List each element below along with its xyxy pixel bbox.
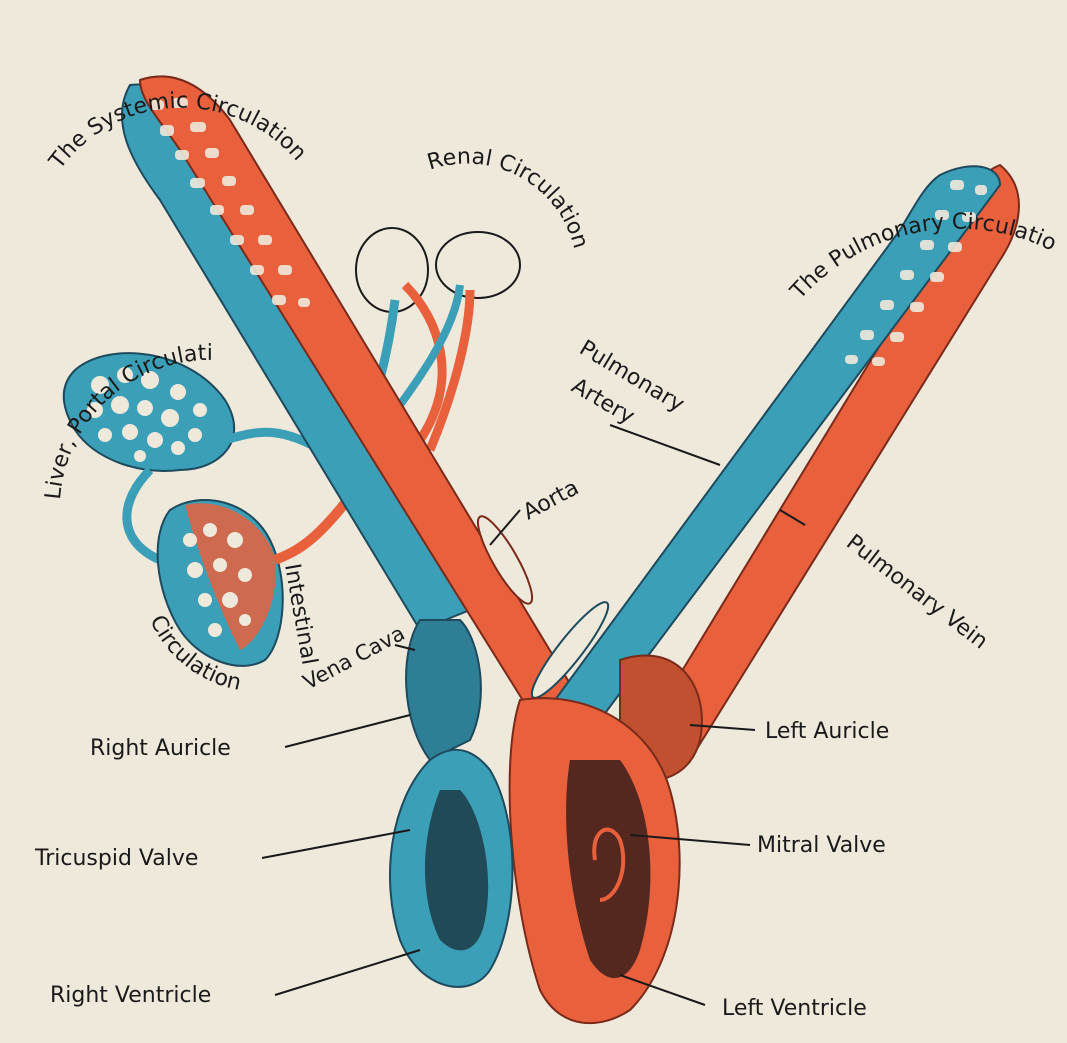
label-pulmonary-vein: Pulmonary Vein	[841, 530, 992, 654]
label-left-auricle: Left Auricle	[765, 719, 889, 744]
label-mitral-valve: Mitral Valve	[757, 833, 886, 858]
label-right-auricle: Right Auricle	[90, 736, 231, 761]
label-left-ventricle: Left Ventricle	[722, 996, 867, 1021]
label-intestinal: Intestinal	[279, 562, 321, 667]
label-tricuspid-valve: Tricuspid Valve	[34, 846, 198, 871]
right-auricle-shape	[406, 620, 481, 760]
label-right-ventricle: Right Ventricle	[50, 983, 211, 1008]
label-renal: Renal Circulation	[425, 144, 593, 251]
intestinal-network	[158, 470, 370, 666]
pulmonary-loop	[524, 165, 1019, 760]
label-aorta: Aorta	[519, 475, 583, 525]
